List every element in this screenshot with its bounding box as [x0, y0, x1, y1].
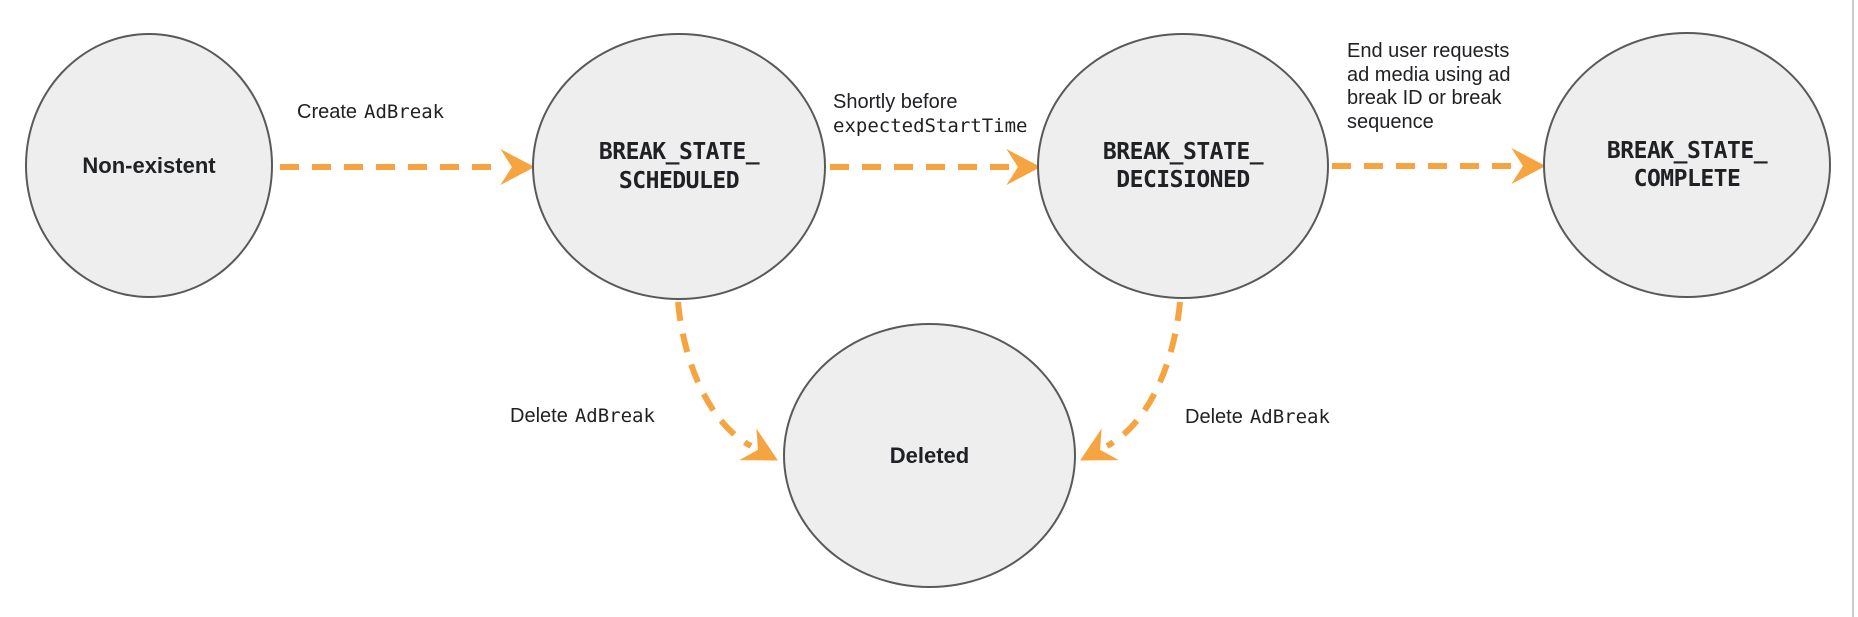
transition-label-text: Delete	[1185, 406, 1243, 428]
transition-label-delete-adbreak-left: Delete AdBreak	[510, 405, 655, 429]
state-node-break-state-scheduled: BREAK_STATE_ SCHEDULED	[532, 33, 826, 300]
transition-label-line: sequence	[1347, 110, 1434, 133]
state-node-break-state-complete: BREAK_STATE_ COMPLETE	[1543, 32, 1831, 298]
state-label-non-existent: Non-existent	[82, 152, 216, 178]
state-node-non-existent: Non-existent	[25, 33, 273, 298]
transition-label-end-user-requests: End user requests ad media using ad brea…	[1347, 40, 1510, 134]
transition-label-delete-adbreak-right: Delete AdBreak	[1185, 406, 1330, 430]
transition-label-line: break ID or break	[1347, 87, 1502, 109]
transition-label-code: expectedStartTime	[833, 114, 1028, 137]
state-label-break-state-complete: BREAK_STATE_ COMPLETE	[1606, 137, 1768, 192]
transition-label-line: End user requests	[1347, 40, 1510, 62]
arrow-delete-from-scheduled	[675, 301, 778, 461]
transition-label-code: AdBreak	[1249, 406, 1330, 428]
transition-label-code: AdBreak	[364, 101, 445, 123]
arrow-delete-from-decisioned	[1080, 301, 1183, 461]
transition-label-text: Create	[297, 101, 358, 123]
state-node-break-state-decisioned: BREAK_STATE_ DECISIONED	[1037, 33, 1329, 299]
vertical-divider	[1852, 0, 1854, 617]
state-label-break-state-decisioned: BREAK_STATE_ DECISIONED	[1102, 138, 1264, 193]
transition-label-code: AdBreak	[574, 405, 655, 427]
state-node-deleted: Deleted	[783, 323, 1076, 588]
transition-label-text: Shortly before	[833, 91, 958, 113]
transition-label-line: ad media using ad	[1347, 63, 1511, 86]
state-label-deleted: Deleted	[889, 442, 970, 468]
transition-label-text: Delete	[510, 405, 568, 427]
transition-label-create-adbreak: Create AdBreak	[297, 101, 444, 125]
transition-label-shortly-before: Shortly before expectedStartTime	[833, 91, 1027, 138]
state-label-break-state-scheduled: BREAK_STATE_ SCHEDULED	[598, 139, 760, 194]
